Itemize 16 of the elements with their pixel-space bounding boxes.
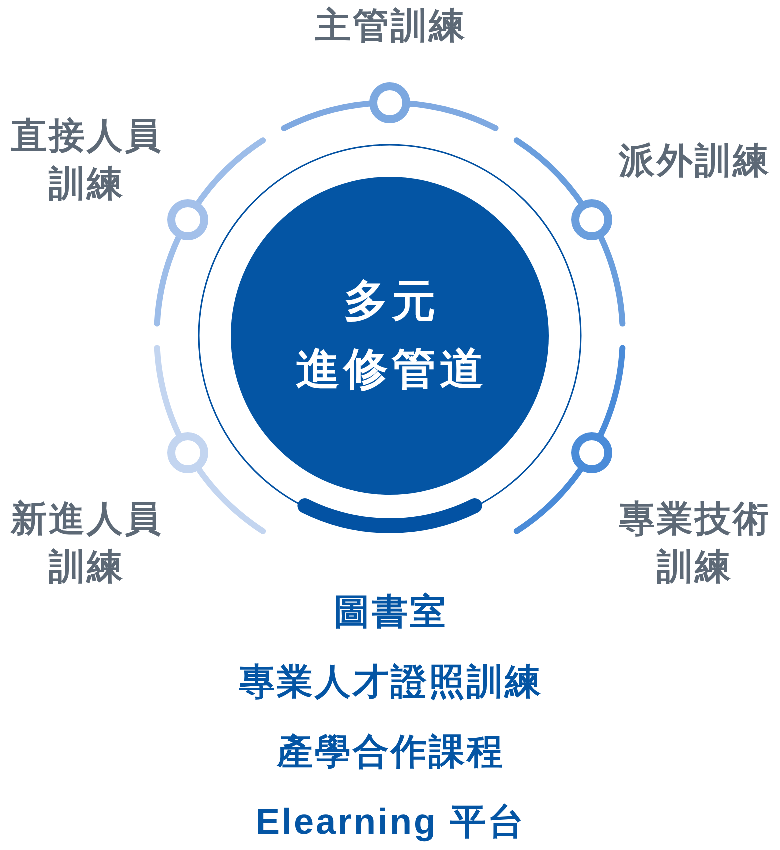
ring-marker-icon [570,432,613,474]
training-label: 主管訓練 [314,4,468,48]
ring-marker-icon [167,432,210,474]
list-item: 專業人才證照訓練 [238,660,543,704]
ring-marker-icon [369,82,411,124]
training-label: 專業技術訓練 [618,497,772,589]
list-item: Elearning 平台 [254,800,526,844]
training-label: 新進人員訓練 [10,497,164,589]
ring-marker-icon [167,198,210,240]
list-item: 產學合作課程 [276,730,505,774]
list-item: 圖書室 [333,590,448,634]
circle-label: 多元 [343,276,440,328]
training-label: 派外訓練 [618,139,772,183]
circle-label: 進修管道 [295,344,488,396]
ring-marker-icon [570,198,613,240]
training-label: 直接人員訓練 [10,114,164,206]
